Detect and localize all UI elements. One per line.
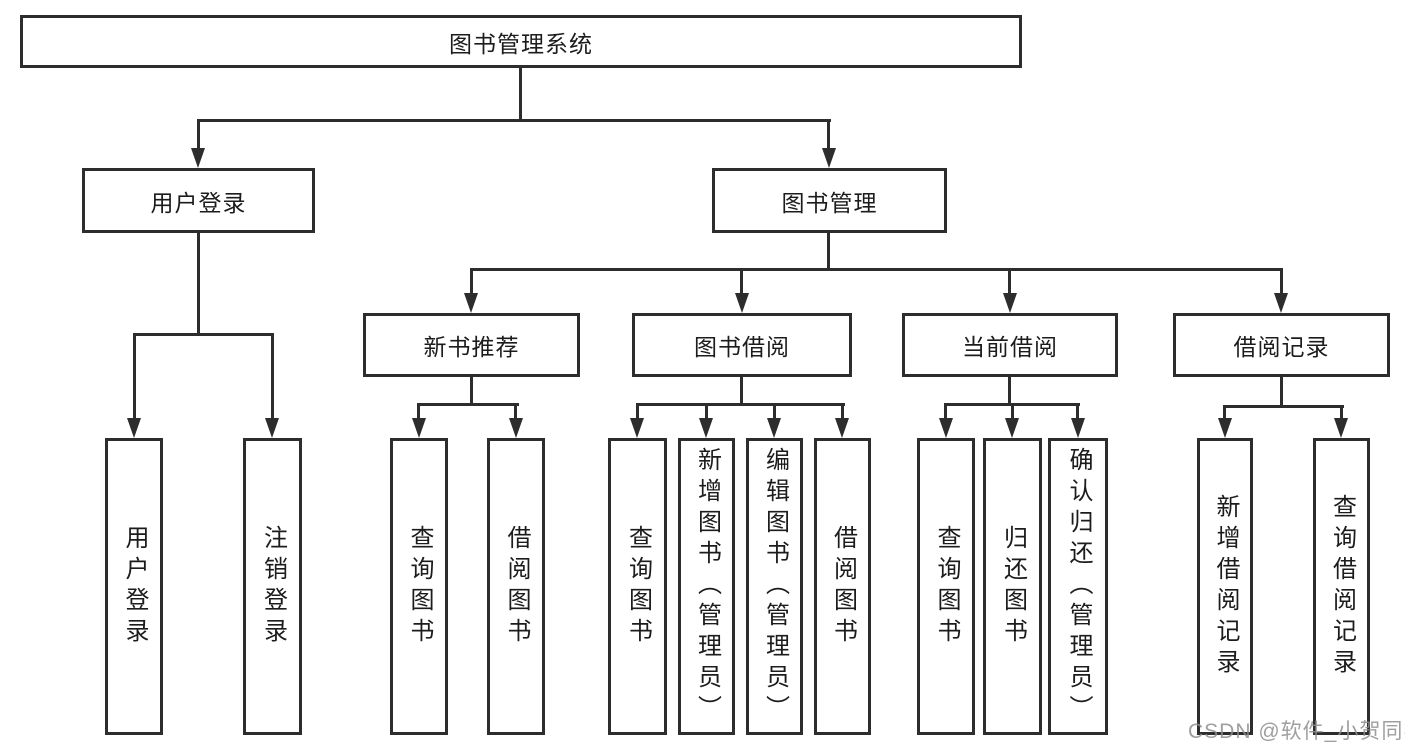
connector-new-rec-rail [418, 403, 519, 406]
connector-leaf-stub [773, 403, 776, 422]
connector-user-login-rail [133, 333, 274, 336]
arrowhead-icon [735, 293, 749, 313]
connector-to-borrowing [740, 268, 743, 296]
node-current-borrowing: 当前借阅 [902, 313, 1118, 377]
connector-leaf-stub [417, 403, 420, 422]
leaf-return-books: 归还图书 [983, 438, 1042, 735]
arrowhead-icon [265, 418, 279, 438]
connector-root-rail [197, 119, 831, 122]
arrowhead-icon [767, 418, 781, 438]
node-label: 图书管理 [781, 189, 878, 216]
connector-new-rec-stub [470, 377, 473, 406]
arrowhead-icon [630, 418, 644, 438]
arrowhead-icon [1003, 293, 1017, 313]
connector-current-stub [1008, 377, 1011, 406]
leaf-label: 用户登录 [121, 524, 148, 649]
leaf-edit-books-admin: 编辑图书（管理员） [746, 438, 803, 735]
node-borrowing-records: 借阅记录 [1173, 313, 1390, 377]
node-label: 当前借阅 [962, 334, 1058, 360]
leaf-add-books-admin: 新增图书（管理员） [678, 438, 735, 735]
leaf-label: 借阅图书 [503, 524, 530, 649]
leaf-logout: 注销登录 [243, 438, 302, 735]
arrowhead-icon [1005, 418, 1019, 438]
connector-to-login-leaf [133, 333, 136, 421]
connector-leaf-stub [1223, 405, 1226, 422]
connector-to-current [1008, 268, 1011, 296]
connector-to-logout-leaf [271, 333, 274, 421]
connector-leaf-stub [1011, 403, 1014, 422]
node-new-book-recommend: 新书推荐 [363, 313, 580, 377]
node-label: 新书推荐 [423, 334, 520, 360]
leaf-borrow-books: 借阅图书 [814, 438, 871, 735]
connector-records-stub [1280, 377, 1283, 408]
arrowhead-icon [412, 418, 426, 438]
connector-borrowing-stub [740, 377, 743, 406]
leaf-user-login: 用户登录 [105, 438, 163, 735]
node-book-management: 图书管理 [712, 168, 947, 233]
leaf-label: 归还图书 [999, 524, 1027, 649]
connector-to-user-login [197, 119, 200, 152]
arrowhead-icon [464, 293, 478, 313]
connector-leaf-stub [514, 403, 517, 422]
leaf-label: 查询借阅记录 [1328, 493, 1356, 680]
connector-leaf-stub [705, 403, 708, 422]
leaf-query-books-current: 查询图书 [917, 438, 975, 735]
arrowhead-icon [1071, 418, 1085, 438]
leaf-add-borrow-record: 新增借阅记录 [1197, 438, 1253, 735]
node-book-borrowing: 图书借阅 [632, 313, 852, 377]
arrowhead-icon [1274, 293, 1288, 313]
node-label: 图书管理系统 [449, 30, 593, 57]
arrowhead-icon [939, 418, 953, 438]
arrowhead-icon [127, 418, 141, 438]
leaf-label: 查询图书 [406, 524, 433, 649]
leaf-label: 新增图书（管理员） [693, 447, 721, 726]
leaf-label: 编辑图书（管理员） [761, 447, 789, 726]
leaf-query-borrow-record: 查询借阅记录 [1313, 438, 1370, 735]
connector-leaf-stub [944, 403, 947, 422]
leaf-label: 借阅图书 [829, 524, 857, 649]
arrowhead-icon [1334, 418, 1348, 438]
leaf-query-books-recommend: 查询图书 [390, 438, 448, 735]
leaf-label: 确认归还（管理员） [1065, 447, 1092, 726]
connector-borrowing-rail [636, 403, 845, 406]
connector-to-records [1280, 268, 1283, 296]
connector-to-book-mgmt [827, 119, 830, 152]
leaf-label: 新增借阅记录 [1212, 493, 1239, 680]
arrowhead-icon [509, 418, 523, 438]
connector-book-mgmt-rail [470, 268, 1283, 271]
connector-leaf-stub [841, 403, 844, 422]
node-label: 借阅记录 [1233, 334, 1330, 360]
arrowhead-icon [191, 148, 205, 168]
arrowhead-icon [835, 418, 849, 438]
connector-records-rail [1224, 405, 1344, 408]
connector-leaf-stub [1340, 405, 1343, 422]
connector-leaf-stub [636, 403, 639, 422]
connector-root-stub [519, 68, 522, 122]
leaf-label: 注销登录 [259, 524, 287, 649]
leaf-label: 查询图书 [624, 524, 652, 649]
node-user-login: 用户登录 [82, 168, 315, 233]
arrowhead-icon [822, 148, 836, 168]
leaf-label: 查询图书 [933, 524, 960, 649]
arrowhead-icon [1218, 418, 1232, 438]
leaf-confirm-return-admin: 确认归还（管理员） [1048, 438, 1108, 735]
node-label: 用户登录 [150, 189, 247, 216]
connector-book-mgmt-stub [827, 233, 830, 271]
connector-to-new-rec [470, 268, 473, 296]
arrowhead-icon [699, 418, 713, 438]
leaf-borrow-books-recommend: 借阅图书 [487, 438, 545, 735]
connector-leaf-stub [1076, 403, 1079, 422]
connector-user-login-stub [197, 233, 200, 336]
node-label: 图书借阅 [694, 334, 790, 360]
node-library-management-system: 图书管理系统 [20, 15, 1022, 68]
leaf-query-books-borrowing: 查询图书 [608, 438, 667, 735]
watermark: CSDN @软件_小贺同学 [1188, 720, 1405, 743]
